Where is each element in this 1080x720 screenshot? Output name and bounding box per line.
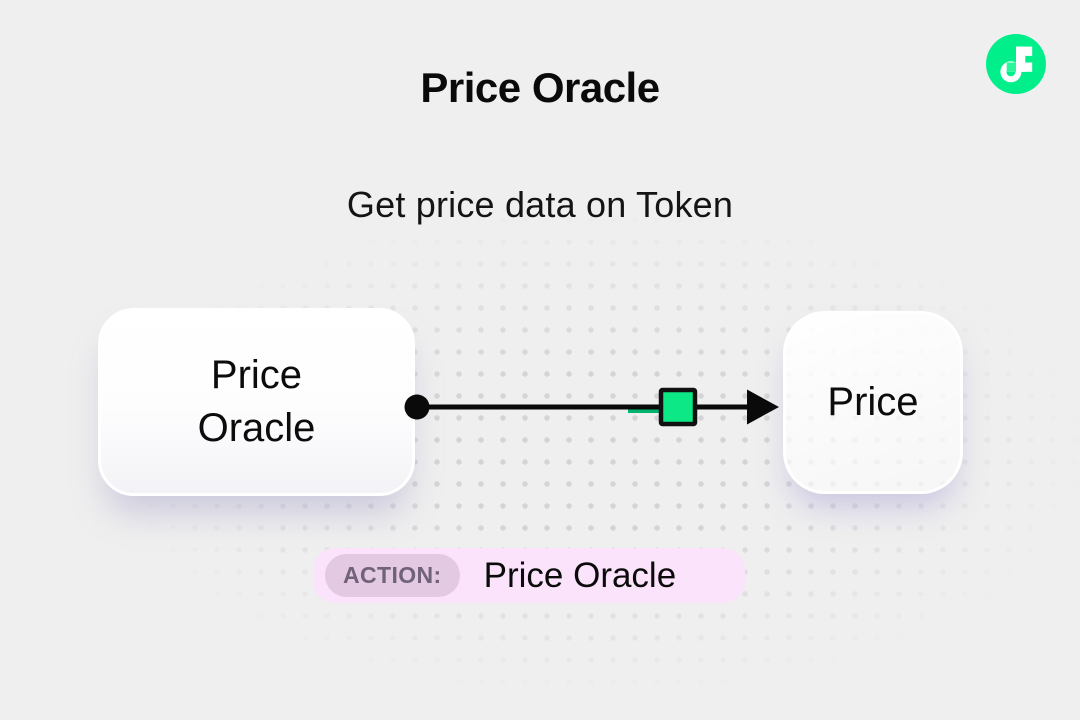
price-oracle-node-label: Price Oracle xyxy=(197,352,316,450)
action-badge: ACTION: Price Oracle xyxy=(313,548,745,603)
action-badge-label: ACTION: xyxy=(325,554,460,597)
action-badge-value: Price Oracle xyxy=(483,555,677,595)
price-node: Price xyxy=(783,311,963,494)
price-node-label: Price xyxy=(827,379,919,424)
price-oracle-node: Price Oracle xyxy=(98,308,415,496)
page-title: Price Oracle xyxy=(420,64,660,111)
flow-logo-icon xyxy=(986,34,1046,94)
page-subtitle: Get price data on Token xyxy=(346,184,734,225)
